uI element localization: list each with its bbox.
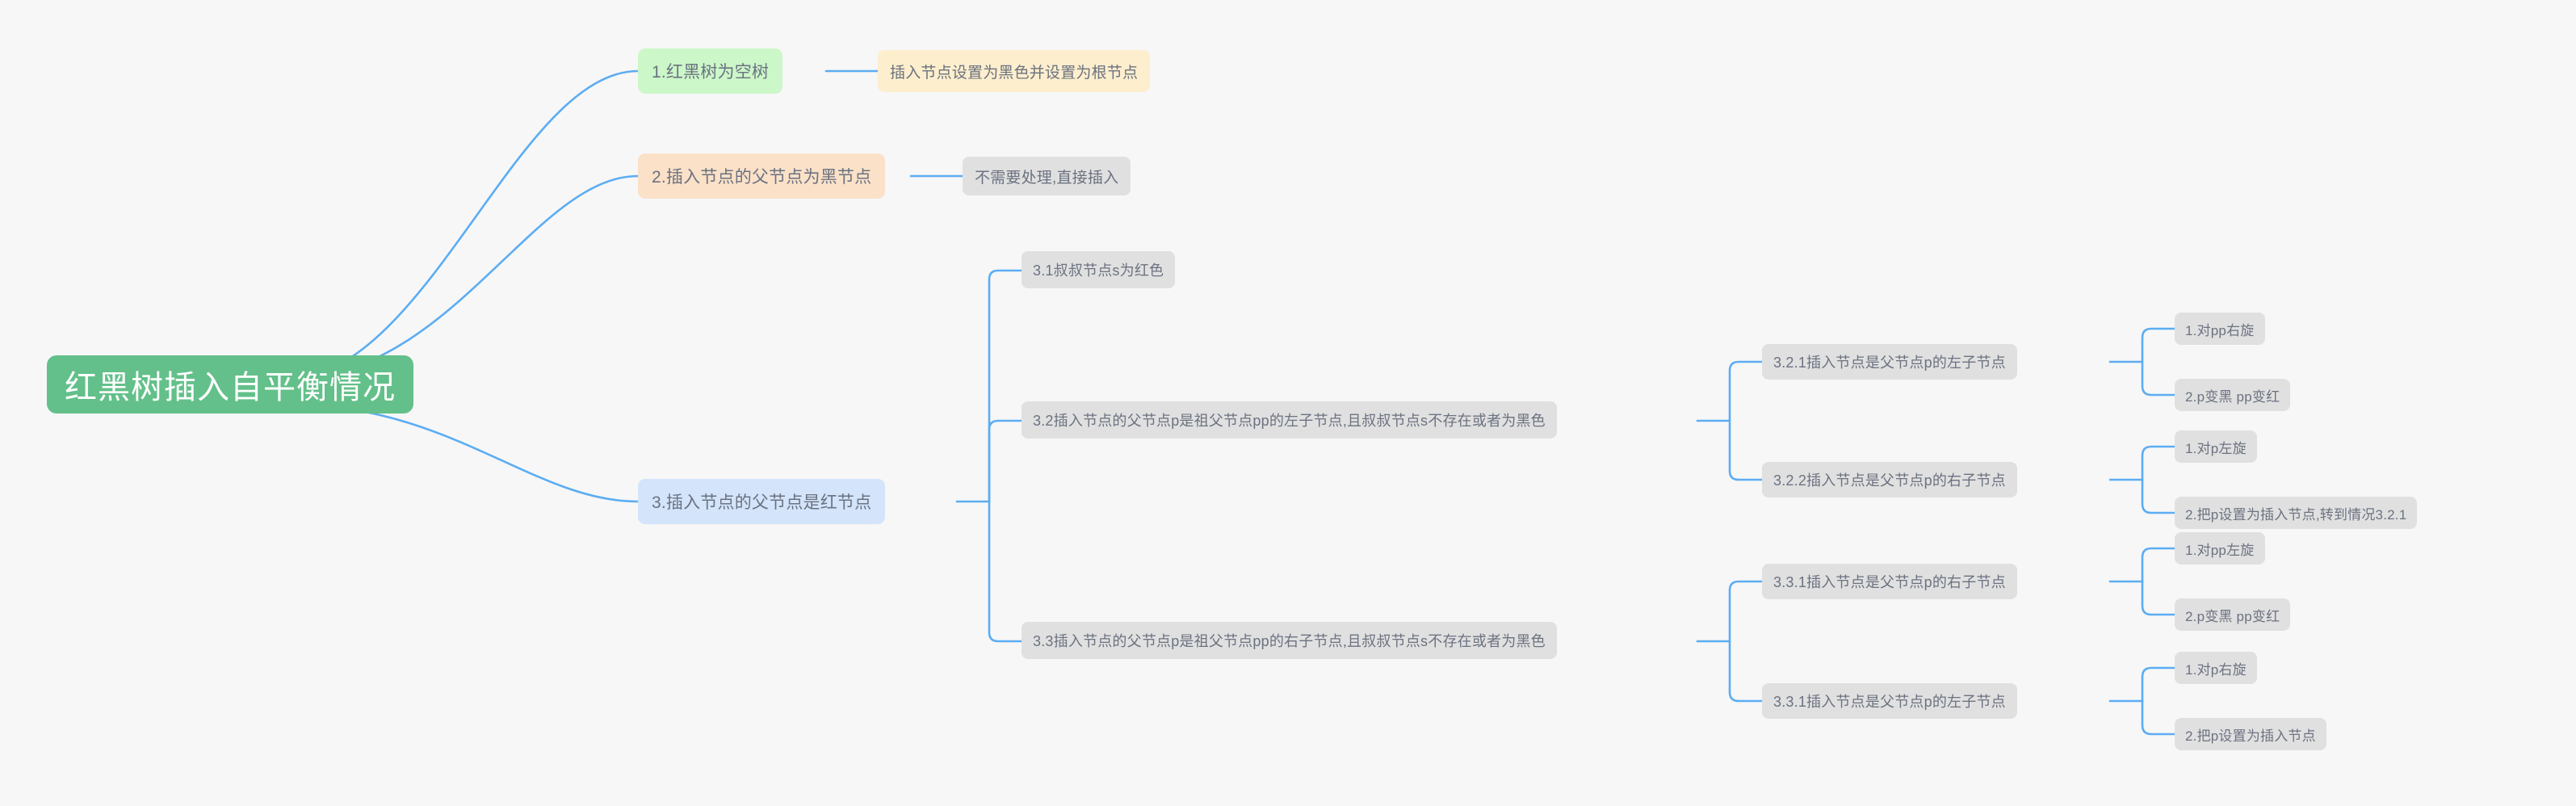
edge-b3c3-spine-down <box>1728 640 1764 703</box>
edge-b3c2s2-leaf-b <box>2141 478 2176 514</box>
edge-b3c2-spine-down <box>1728 419 1764 481</box>
case-node-3-1[interactable]: 3.1叔叔节点s为红色 <box>1022 251 1176 288</box>
case-node-3-3-2-label: 3.3.1插入节点是父节点p的左子节点 <box>1773 694 2006 710</box>
edge-b3c3s1-leaf-b <box>2141 580 2176 616</box>
root-node-label: 红黑树插入自平衡情况 <box>65 370 396 405</box>
branch-node-2-label: 2.插入节点的父节点为黑节点 <box>652 168 872 187</box>
action-node-3-3-2-step-1[interactable]: 1.对p右旋 <box>2175 652 2257 684</box>
case-node-3-2-2[interactable]: 3.2.2插入节点是父节点p的右子节点 <box>1762 462 2017 497</box>
action-node-3-2-2-step-2[interactable]: 2.把p设置为插入节点,转到情况3.2.1 <box>2175 497 2418 529</box>
action-node-3-3-1-step-1-label: 1.对pp左旋 <box>2185 542 2255 558</box>
case-node-3-3-1[interactable]: 3.3.1插入节点是父节点p的右子节点 <box>1762 564 2017 599</box>
action-node-3-3-1-step-2[interactable]: 2.p变黑 pp变红 <box>2175 598 2291 631</box>
action-node-3-2-2-step-1-label: 1.对p左旋 <box>2185 440 2247 456</box>
edge-b3c3s2-leaf-a <box>2141 666 2176 703</box>
action-node-3-2-1-step-2[interactable]: 2.p变黑 pp变红 <box>2175 379 2291 411</box>
leaf-node-black-parent-action[interactable]: 不需要处理,直接插入 <box>963 157 1131 195</box>
action-node-3-2-1-step-2-label: 2.p变黑 pp变红 <box>2185 388 2280 405</box>
case-node-3-2[interactable]: 3.2插入节点的父节点p是祖父节点pp的左子节点,且叔叔节点s不存在或者为黑色 <box>1022 401 1557 439</box>
edge-b3c3-spine-up <box>1728 580 1764 643</box>
edge-b3c3s1-leaf-a <box>2141 547 2176 583</box>
action-node-3-2-2-step-1[interactable]: 1.对p左旋 <box>2175 430 2257 463</box>
edge-b3c2-spine-up <box>1728 360 1764 422</box>
action-node-3-2-1-step-1[interactable]: 1.对pp右旋 <box>2175 313 2265 345</box>
action-node-3-3-1-step-2-label: 2.p变黑 pp变红 <box>2185 608 2280 624</box>
case-node-3-2-1[interactable]: 3.2.1插入节点是父节点p的左子节点 <box>1762 344 2017 380</box>
action-node-3-3-2-step-1-label: 1.对p右旋 <box>2185 661 2247 678</box>
edge-spine-b3-down <box>988 500 1023 643</box>
action-node-3-3-2-step-2[interactable]: 2.把p设置为插入节点 <box>2175 718 2326 750</box>
branch-node-1[interactable]: 1.红黑树为空树 <box>638 48 783 94</box>
case-node-3-3-label: 3.3插入节点的父节点p是祖父节点pp的右子节点,且叔叔节点s不存在或者为黑色 <box>1033 633 1546 649</box>
case-node-3-2-2-label: 3.2.2插入节点是父节点p的右子节点 <box>1773 472 2006 489</box>
case-node-3-3-1-label: 3.3.1插入节点是父节点p的右子节点 <box>1773 574 2006 590</box>
edge-spine-b3-mid <box>988 419 1023 503</box>
action-node-3-2-1-step-1-label: 1.对pp右旋 <box>2185 322 2255 338</box>
leaf-node-empty-tree-action-label: 插入节点设置为黑色并设置为根节点 <box>890 64 1139 82</box>
edge-spine-b3-up <box>988 269 1023 503</box>
case-node-3-2-1-label: 3.2.1插入节点是父节点p的左子节点 <box>1773 355 2006 371</box>
edge-b3c3s2-leaf-b <box>2141 699 2176 736</box>
edge-b3c2s1-leaf-a <box>2141 327 2176 363</box>
action-node-3-3-1-step-1[interactable]: 1.对pp左旋 <box>2175 532 2265 565</box>
leaf-node-black-parent-action-label: 不需要处理,直接插入 <box>975 169 1119 187</box>
edge-root-to-b1 <box>283 69 640 381</box>
case-node-3-3[interactable]: 3.3插入节点的父节点p是祖父节点pp的右子节点,且叔叔节点s不存在或者为黑色 <box>1022 622 1557 659</box>
action-node-3-3-2-step-2-label: 2.把p设置为插入节点 <box>2185 728 2316 744</box>
branch-node-1-label: 1.红黑树为空树 <box>652 63 770 82</box>
edge-root-to-b2 <box>283 174 640 381</box>
edge-b3c2s2-leaf-a <box>2141 445 2176 481</box>
branch-node-2[interactable]: 2.插入节点的父节点为黑节点 <box>638 153 886 199</box>
action-node-3-2-2-step-2-label: 2.把p设置为插入节点,转到情况3.2.1 <box>2185 506 2407 523</box>
edge-root-to-b3 <box>283 402 640 503</box>
case-node-3-2-label: 3.2插入节点的父节点p是祖父节点pp的左子节点,且叔叔节点s不存在或者为黑色 <box>1033 413 1546 429</box>
case-node-3-1-label: 3.1叔叔节点s为红色 <box>1033 262 1164 279</box>
case-node-3-3-2[interactable]: 3.3.1插入节点是父节点p的左子节点 <box>1762 683 2017 719</box>
leaf-node-empty-tree-action[interactable]: 插入节点设置为黑色并设置为根节点 <box>878 50 1151 92</box>
branch-node-3-label: 3.插入节点的父节点是红节点 <box>652 493 872 512</box>
branch-node-3[interactable]: 3.插入节点的父节点是红节点 <box>638 479 886 524</box>
root-node[interactable]: 红黑树插入自平衡情况 <box>47 355 413 413</box>
edge-b3c2s1-leaf-b <box>2141 360 2176 397</box>
